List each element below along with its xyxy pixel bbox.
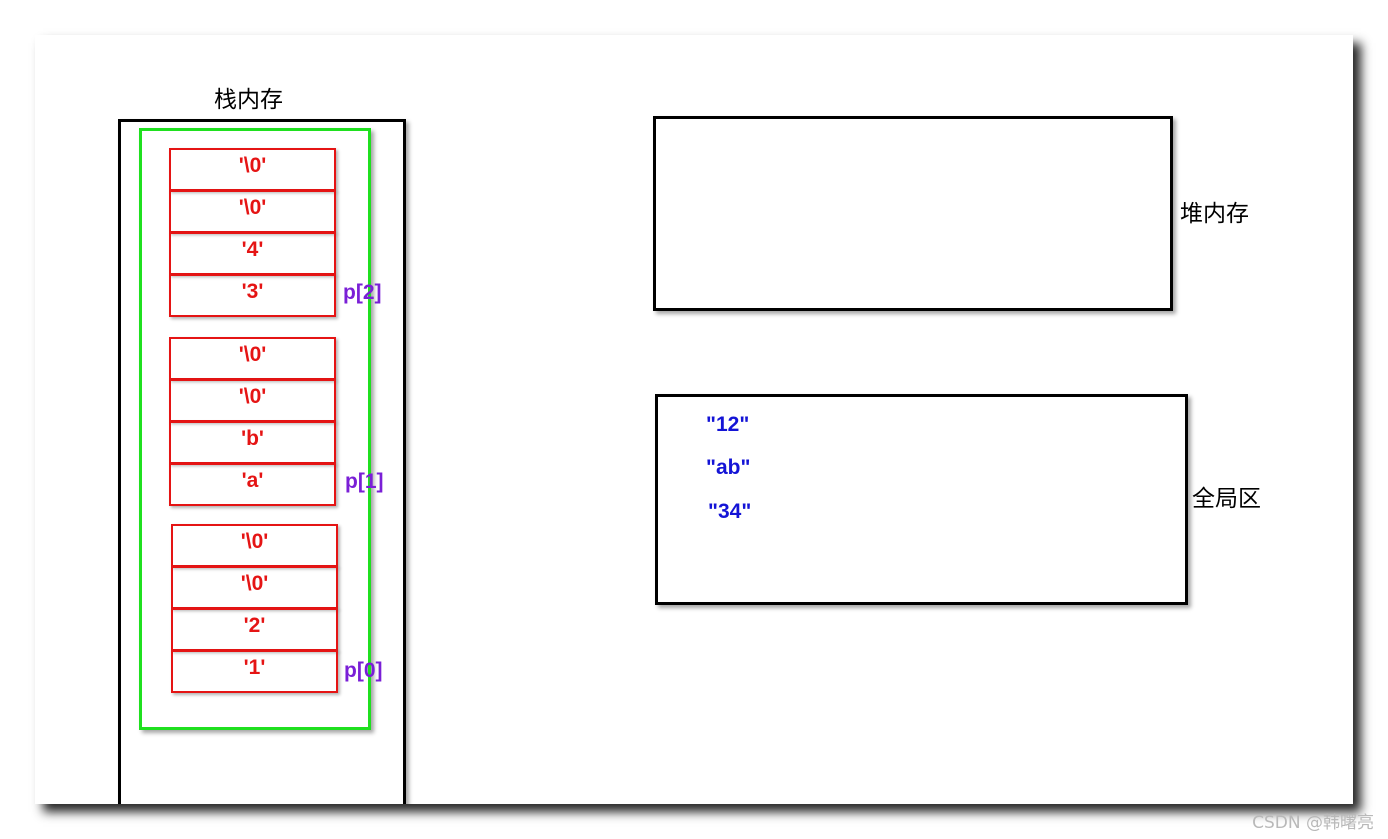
- stack-cell: '\0': [169, 190, 336, 233]
- stack-cell: '\0': [171, 566, 338, 609]
- global-area-box: [655, 394, 1188, 605]
- stack-cell: '2': [171, 608, 338, 651]
- pointer-label-p1: p[1]: [345, 470, 384, 493]
- stack-cell: '\0': [169, 148, 336, 191]
- stack-cell: '1': [171, 650, 338, 693]
- stack-cell: '\0': [171, 524, 338, 567]
- watermark: CSDN @韩曙亮: [1252, 813, 1374, 833]
- string-literal: "34": [708, 500, 752, 523]
- stack-cell: '4': [169, 232, 336, 275]
- heap-memory-title: 堆内存: [1180, 201, 1249, 227]
- stack-cell: '\0': [169, 337, 336, 380]
- string-literal: "12": [706, 413, 750, 436]
- diagram-canvas: 栈内存 '\0' '\0' '4' '3' p[2] '\0' '\0' 'b'…: [35, 35, 1353, 804]
- stack-cell: 'a': [169, 463, 336, 506]
- heap-memory-box: [653, 116, 1173, 311]
- global-area-title: 全局区: [1192, 486, 1261, 512]
- stack-cell: '\0': [169, 379, 336, 422]
- stack-memory-box: [118, 119, 406, 804]
- stack-memory-title: 栈内存: [214, 87, 283, 113]
- pointer-label-p0: p[0]: [344, 659, 383, 682]
- stack-cell: 'b': [169, 421, 336, 464]
- pointer-array-frame: [139, 128, 371, 730]
- pointer-label-p2: p[2]: [343, 281, 382, 304]
- string-literal: "ab": [706, 456, 751, 479]
- stack-cell: '3': [169, 274, 336, 317]
